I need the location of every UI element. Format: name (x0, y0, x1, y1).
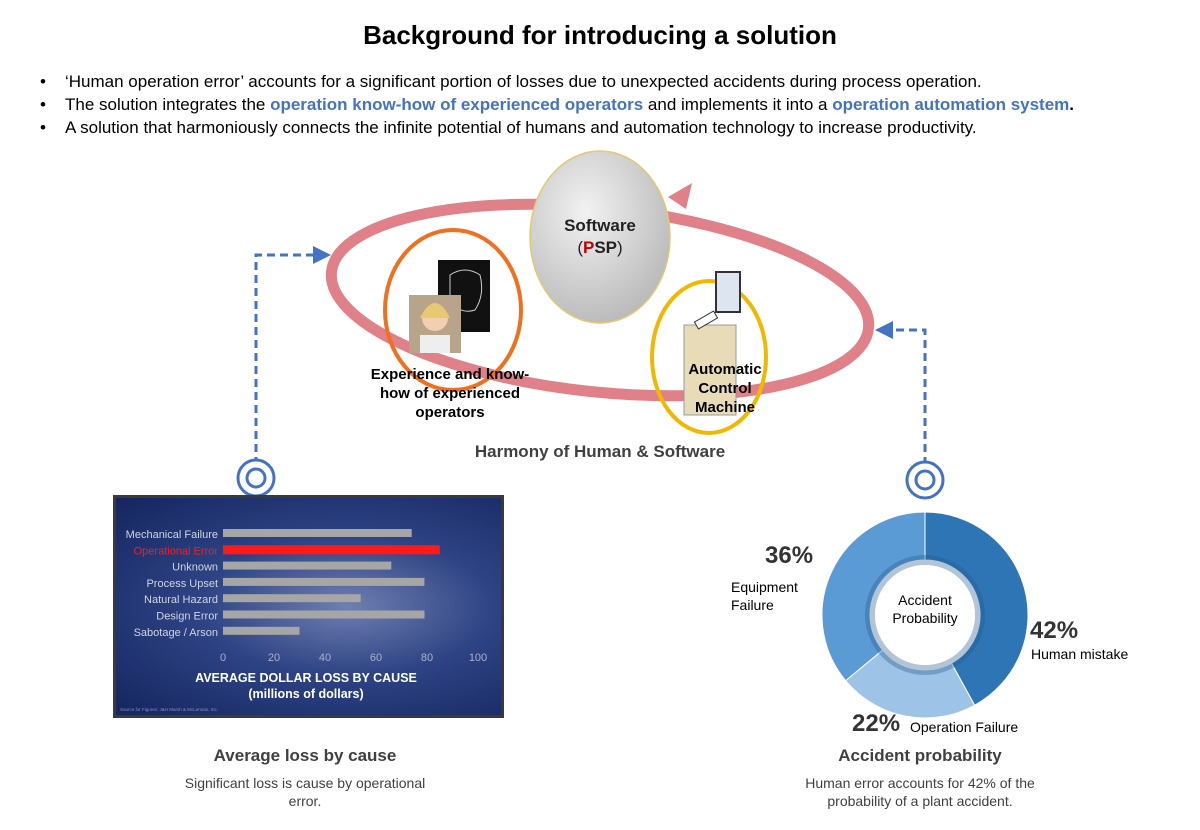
pct-equipment: 36% (765, 542, 814, 569)
computer-tower-icon (683, 324, 737, 416)
human-circle (383, 228, 523, 392)
text: The solution integrates the (65, 95, 271, 114)
paren: ( (577, 238, 583, 257)
x-tick-label: 80 (421, 652, 433, 664)
keyboard-icon (693, 310, 719, 330)
dashed-arrow-right (875, 321, 927, 465)
machine-circle (650, 279, 768, 435)
bar-category-label: Design Error (156, 611, 218, 623)
bullet-2: The solution integrates the operation kn… (40, 93, 1074, 116)
bullet-3: A solution that harmoniously connects th… (40, 116, 1074, 139)
x-tick-label: 20 (268, 652, 280, 664)
bar-category-label: Unknown (172, 562, 218, 574)
label-operation: Operation Failure (910, 719, 1019, 735)
left-caption-sub: Significant loss is cause by operational… (184, 775, 426, 809)
text: and implements it into a (643, 95, 833, 114)
bar-category-label: Natural Hazard (144, 594, 218, 606)
dashed-arrow-left (254, 246, 331, 465)
label-equipment: Equipment Failure (731, 579, 798, 613)
right-caption-title: Accident probability (838, 746, 1002, 765)
chart-source: Source for Figures: J&H Marsh & McLennan… (120, 707, 218, 712)
bar (223, 561, 392, 570)
page-title: Background for introducing a solution (363, 20, 837, 50)
bar (223, 529, 412, 537)
software-label: Software (PSP) (530, 215, 670, 259)
text: . (1069, 95, 1075, 114)
x-tick-label: 40 (319, 652, 331, 664)
bar (223, 626, 300, 635)
accident-donut-chart (821, 511, 1029, 719)
machine-label: Automatic Control Machine (688, 361, 762, 416)
target-icon (236, 458, 276, 498)
human-label: Experience and know-how of experienced o… (370, 366, 530, 421)
pct-operation: 22% (852, 710, 901, 737)
label-human: Human mistake (1031, 646, 1129, 662)
bar-category-label: Sabotage / Arson (134, 627, 218, 639)
donut-inner-ring (865, 555, 985, 675)
donut-slice (924, 511, 1029, 706)
right-caption-sub: Human error accounts for 42% of the prob… (805, 775, 1035, 809)
software-title: Software (564, 216, 636, 235)
bar-category-label: Mechanical Failure (126, 529, 218, 541)
pct-human: 42% (1030, 617, 1079, 644)
bar (223, 577, 425, 586)
donut-center-label: Accident Probability (892, 592, 958, 626)
bar-category-label: Process Upset (146, 578, 218, 590)
target-icon (905, 460, 945, 500)
x-tick-label: 100 (469, 652, 487, 664)
psp-p: P (582, 238, 595, 257)
bar (223, 545, 440, 555)
monitor-icon (715, 271, 741, 313)
bullet-1: ‘Human operation error’ accounts for a s… (40, 70, 1074, 93)
highlight-know-how: operation know-how of experienced operat… (270, 95, 644, 114)
left-caption-title: Average loss by cause (213, 746, 397, 765)
highlight-automation: operation automation system (832, 95, 1070, 114)
x-tick-label: 0 (220, 652, 226, 664)
psp-rest: SP (594, 238, 618, 257)
psp-label: (PSP) (530, 237, 670, 259)
donut-hole (875, 565, 975, 665)
paren: ) (617, 238, 623, 257)
bar (223, 594, 361, 603)
chart-title: AVERAGE DOLLAR LOSS BY CAUSE (195, 671, 417, 685)
bar-category-label: Operational Error (134, 545, 219, 557)
software-circle (529, 150, 671, 324)
x-tick-label: 60 (370, 652, 382, 664)
chart-subtitle: (millions of dollars) (248, 687, 363, 701)
donut-slice (821, 511, 926, 682)
bullet-list: ‘Human operation error’ accounts for a s… (40, 70, 1074, 139)
cycle-arrowhead-icon (668, 183, 692, 209)
bar (223, 610, 425, 619)
diagram-caption: Harmony of Human & Software (474, 442, 726, 461)
